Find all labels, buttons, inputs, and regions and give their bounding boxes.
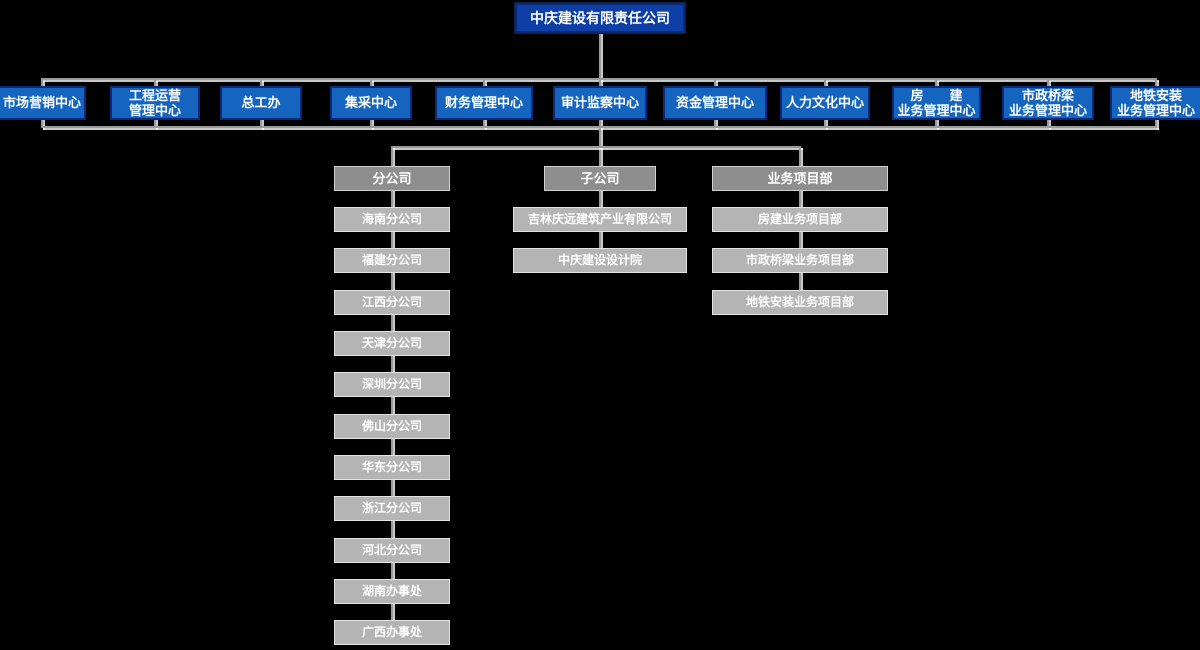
connector-line — [799, 146, 801, 170]
org-item-label: 广西办事处 — [361, 625, 422, 640]
org-group-header-label: 业务项目部 — [767, 170, 833, 186]
org-node-label: 房 建 业务管理中心 — [897, 87, 976, 118]
org-item-label: 地铁安装业务项目部 — [745, 295, 854, 310]
org-group-header: 子公司 — [544, 166, 656, 191]
org-item: 吉林庆远建筑产业有限公司 — [513, 207, 687, 232]
org-item-label: 福建分公司 — [361, 253, 422, 268]
org-node-label: 市政桥梁 业务管理中心 — [1008, 87, 1087, 118]
org-item-label: 中庆建设设计院 — [557, 253, 642, 268]
org-node-department: 审计监察中心 — [553, 86, 647, 120]
org-node-label: 审计监察中心 — [560, 95, 639, 111]
org-item-label: 华东分公司 — [361, 460, 422, 475]
org-node-label: 地铁安装 业务管理中心 — [1116, 87, 1195, 118]
org-node-label: 工程运营 管理中心 — [128, 87, 181, 118]
org-node-department: 市场营销中心 — [0, 86, 86, 120]
org-item: 河北分公司 — [334, 538, 450, 563]
org-item: 华东分公司 — [334, 455, 450, 480]
connector-line — [599, 32, 601, 80]
org-item: 福建分公司 — [334, 248, 450, 273]
org-item: 佛山分公司 — [334, 414, 450, 439]
org-item: 江西分公司 — [334, 290, 450, 315]
org-group-header-label: 分公司 — [372, 170, 412, 186]
org-group-header: 分公司 — [334, 166, 450, 191]
org-item: 海南分公司 — [334, 207, 450, 232]
org-node-label: 市场营销中心 — [2, 95, 81, 111]
connector-line — [391, 146, 801, 148]
org-node-department: 人力文化中心 — [780, 86, 870, 120]
org-node-department: 资金管理中心 — [663, 86, 767, 120]
org-item-label: 吉林庆远建筑产业有限公司 — [527, 212, 672, 227]
org-node-label: 人力文化中心 — [785, 95, 864, 111]
connector-line — [391, 146, 393, 170]
org-node-label: 资金管理中心 — [675, 95, 754, 111]
org-item-label: 深圳分公司 — [361, 377, 422, 392]
org-item: 广西办事处 — [334, 620, 450, 645]
org-node-department: 工程运营 管理中心 — [110, 86, 200, 120]
org-item: 市政桥梁业务项目部 — [712, 248, 888, 273]
org-item-label: 市政桥梁业务项目部 — [745, 253, 854, 268]
org-item-label: 浙江分公司 — [361, 501, 422, 516]
org-item-label: 海南分公司 — [361, 212, 422, 227]
org-item: 天津分公司 — [334, 331, 450, 356]
org-item: 深圳分公司 — [334, 372, 450, 397]
org-group-header: 业务项目部 — [712, 166, 888, 191]
org-item-label: 湖南办事处 — [361, 584, 422, 599]
org-item-label: 河北分公司 — [361, 543, 422, 558]
org-node-department: 市政桥梁 业务管理中心 — [1002, 86, 1094, 120]
org-node-label: 财务管理中心 — [444, 95, 523, 111]
org-node-root: 中庆建设有限责任公司 — [515, 3, 685, 33]
org-node-department: 房 建 业务管理中心 — [892, 86, 981, 120]
org-node-department: 集采中心 — [330, 86, 412, 120]
org-node-department: 地铁安装 业务管理中心 — [1110, 86, 1200, 120]
org-item-label: 天津分公司 — [361, 336, 422, 351]
org-item: 房建业务项目部 — [712, 207, 888, 232]
org-node-department: 总工办 — [220, 86, 302, 120]
org-item: 中庆建设设计院 — [513, 248, 687, 273]
org-group-header-label: 子公司 — [580, 170, 620, 186]
org-item: 湖南办事处 — [334, 579, 450, 604]
org-node-label: 总工办 — [241, 95, 281, 111]
org-item-label: 佛山分公司 — [361, 419, 422, 434]
org-node-root-label: 中庆建设有限责任公司 — [530, 9, 670, 26]
org-item: 地铁安装业务项目部 — [712, 290, 888, 315]
org-item-label: 江西分公司 — [361, 295, 422, 310]
org-item: 浙江分公司 — [334, 496, 450, 521]
org-item-label: 房建业务项目部 — [757, 212, 842, 227]
org-node-label: 集采中心 — [344, 95, 397, 111]
org-node-department: 财务管理中心 — [435, 86, 533, 120]
